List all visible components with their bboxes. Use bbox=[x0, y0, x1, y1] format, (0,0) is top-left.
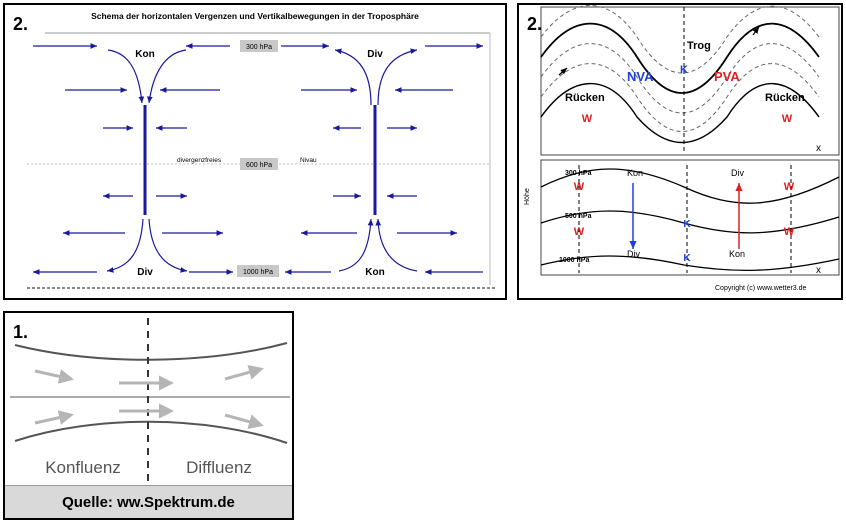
trog: Trog bbox=[687, 40, 711, 52]
panel-number: 2. bbox=[13, 14, 29, 34]
schema-title: Schema der horizontalen Vergenzen und Ve… bbox=[91, 11, 419, 21]
ruecken-left: Rücken bbox=[565, 92, 605, 104]
kon: Kon bbox=[627, 168, 643, 178]
curved-arrow bbox=[107, 49, 145, 104]
flow-arrow bbox=[34, 369, 74, 384]
w-left: W bbox=[582, 113, 593, 125]
diffluenz-label: Diffluenz bbox=[186, 458, 252, 477]
schema-diagram: Schema der horizontalen Vergenzen und Ve… bbox=[27, 11, 497, 289]
curved-arrow bbox=[106, 218, 144, 273]
jet-line bbox=[540, 22, 820, 94]
pva: PVA bbox=[714, 69, 740, 84]
isohypse bbox=[540, 43, 820, 114]
flow-arrow bbox=[558, 67, 568, 76]
curved-arrow bbox=[377, 48, 418, 106]
curved-arrow bbox=[334, 48, 372, 106]
curved-arrow bbox=[147, 49, 187, 104]
level-600: 600 hPa bbox=[246, 162, 272, 169]
konfluenz-label: Konfluenz bbox=[45, 458, 121, 477]
level-line-500 bbox=[540, 210, 840, 234]
nva: NVA bbox=[627, 69, 654, 84]
level-box-300 bbox=[240, 40, 278, 52]
flow-arrow bbox=[224, 413, 264, 430]
k-top: K bbox=[680, 64, 688, 76]
ruecken-right: Rücken bbox=[765, 92, 805, 104]
nivau-left: divergenzfreies bbox=[177, 157, 222, 164]
w-a2: W bbox=[574, 226, 585, 238]
div-bottom: Div bbox=[627, 249, 640, 259]
p500: 500 hPa bbox=[565, 213, 592, 220]
w-b2: W bbox=[784, 226, 795, 238]
w-b1: W bbox=[784, 181, 795, 193]
flow-arrow bbox=[752, 26, 760, 36]
konfluenz-diagram: Konfluenz Diffluenz bbox=[10, 318, 290, 481]
level-line-1000 bbox=[540, 255, 840, 272]
level-box-600 bbox=[240, 158, 278, 170]
w-a1: W bbox=[574, 181, 585, 193]
label-div-top: Div bbox=[367, 49, 383, 60]
curved-arrow bbox=[148, 218, 188, 273]
x-bottom: x bbox=[816, 265, 821, 276]
konfluenz-panel: 1. Konfluenz Diffluenz Quelle: ww.Spektr… bbox=[3, 311, 294, 520]
flow-arrow bbox=[224, 364, 264, 381]
p300: 300 hPa bbox=[565, 170, 592, 177]
schema-panel: 2. Schema der horizontalen Vergenzen und… bbox=[3, 3, 507, 300]
isohypse bbox=[540, 5, 820, 74]
w-right: W bbox=[782, 113, 793, 125]
upper-streamline bbox=[14, 342, 288, 361]
x-top: x bbox=[816, 143, 821, 154]
label-div-bottom: Div bbox=[137, 267, 153, 278]
level-line-300 bbox=[540, 168, 840, 204]
wave-diagram: Trog NVA K PVA Rücken Rücken W W x Höhe … bbox=[524, 5, 840, 292]
wave-panel: 2. Trog NVA K PVA Rücken Rücken W W bbox=[517, 3, 843, 300]
isohypse bbox=[540, 82, 820, 143]
div-top: Div bbox=[731, 168, 744, 178]
top-subpanel-frame bbox=[540, 6, 840, 156]
k-mid: K bbox=[683, 219, 691, 230]
label-kon-bottom: Kon bbox=[365, 267, 384, 278]
flow-arrow bbox=[34, 410, 74, 425]
curved-arrow bbox=[338, 218, 374, 272]
level-1000: 1000 hPa bbox=[243, 269, 273, 276]
panel-number: 1. bbox=[13, 322, 29, 342]
panel-number: 2. bbox=[527, 14, 543, 34]
level-box-1000 bbox=[237, 265, 279, 277]
source-caption: Quelle: ww.Spektrum.de bbox=[5, 485, 292, 518]
copyright: Copyright (c) www.wetter3.de bbox=[715, 285, 807, 292]
kon-bottom: Kon bbox=[729, 249, 745, 259]
k-bot: K bbox=[683, 253, 691, 264]
p1000: 1000 hPa bbox=[559, 257, 589, 264]
nivau-right: Nivau bbox=[300, 157, 317, 164]
curved-arrow bbox=[375, 218, 418, 272]
label-kon-top: Kon bbox=[135, 49, 154, 60]
hoehe: Höhe bbox=[524, 188, 531, 205]
level-300: 300 hPa bbox=[246, 44, 272, 51]
lower-streamline bbox=[14, 420, 288, 444]
